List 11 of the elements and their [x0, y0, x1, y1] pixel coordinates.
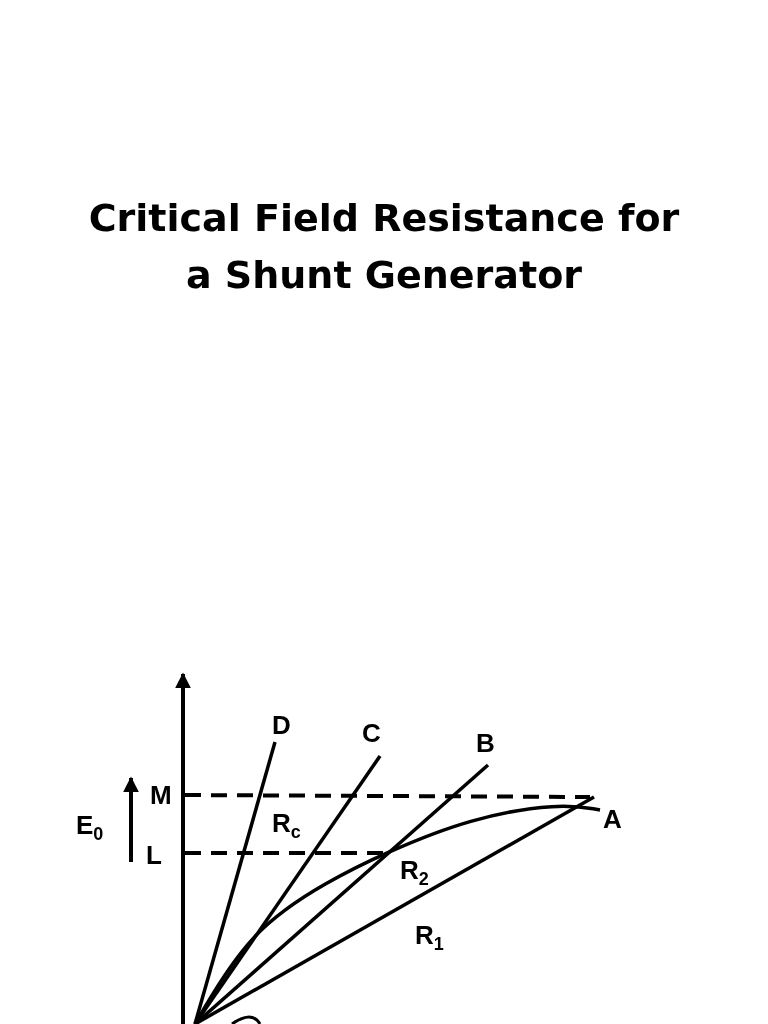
title: Critical Field Resistance for a Shunt Generator — [87, 195, 681, 299]
curve-label: C — [362, 720, 381, 746]
curve-label: A — [603, 806, 622, 832]
line-label: R$_{2}$ — [400, 857, 429, 889]
point-label: M — [150, 782, 172, 808]
axis-label: E$_{0}$ — [76, 812, 104, 844]
curve-label: B — [476, 730, 495, 756]
line-label: R$_{c}$ — [272, 810, 301, 842]
line-label: R$_{1}$ — [415, 922, 444, 954]
point-label: L — [146, 842, 162, 868]
curve-label: D — [272, 712, 291, 738]
